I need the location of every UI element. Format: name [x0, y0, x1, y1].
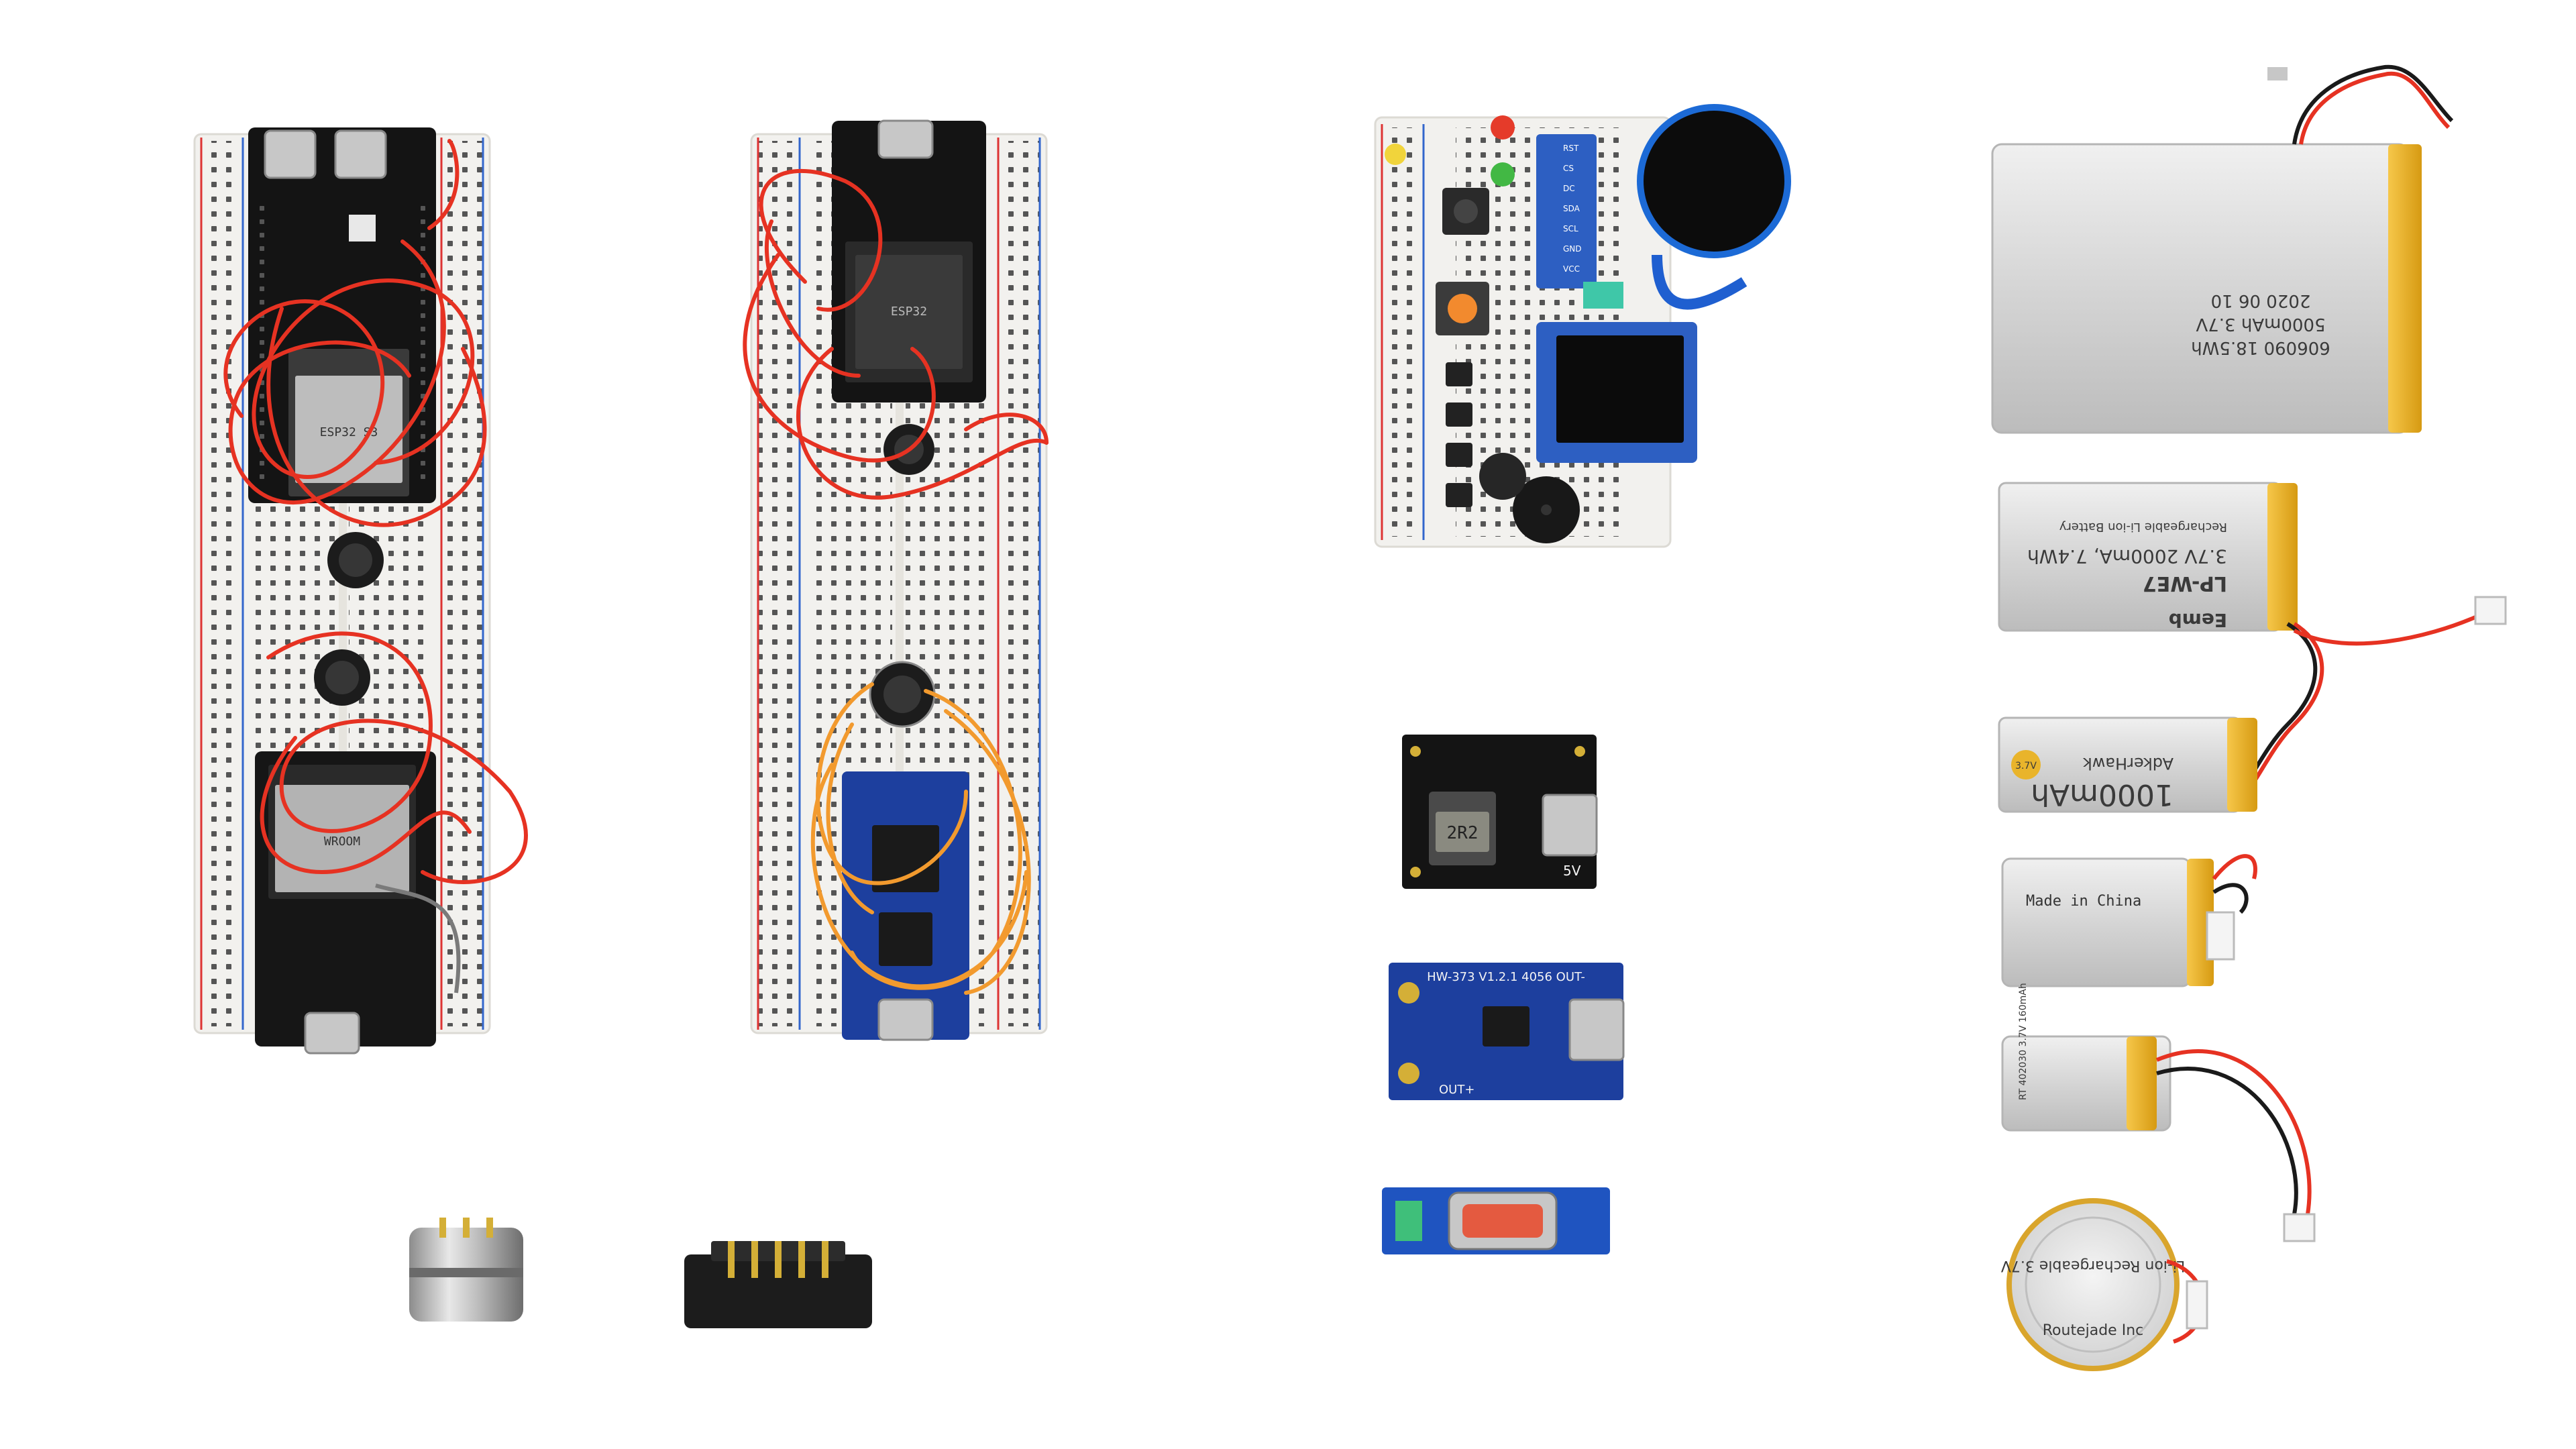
- wires-orange-mid: [810, 682, 1031, 995]
- battery-2000-line: Rechargeable Li-ion Battery: [2059, 520, 2227, 534]
- charger-5v-label: 5V: [1563, 863, 1581, 879]
- microphone-module-left-1: [327, 532, 384, 588]
- battery-2000-brand: Eemb: [2169, 609, 2227, 631]
- battery-1000-capacity: 1000mAh: [2031, 777, 2174, 812]
- coin-cell-battery: Li-ion Rechargeable 3.7V Routejade Inc: [2001, 1198, 2208, 1371]
- battery-160-text: RT 402030 3.7V 160mAh: [2018, 983, 2029, 1100]
- wires-red-left: [223, 139, 528, 884]
- charger-module-blue-tp4056: HW-373 V1.2.1 4056 OUT- OUT+: [1389, 963, 1625, 1100]
- esp32-s3-chip-label: ESP32 S3: [320, 425, 378, 439]
- battery-large-line1: 606090 18.5Wh: [2191, 337, 2330, 358]
- battery-large-line2: 5000mAh 3.7V: [2196, 314, 2325, 334]
- wire-grey-left: [375, 883, 461, 994]
- battery-1000-brand: AdkerHawk: [2083, 754, 2174, 773]
- battery-large-5000mah: 606090 18.5Wh 5000mAh 3.7V 2020 06 10: [1991, 64, 2454, 434]
- usb-c-breakout-module: [1382, 1187, 1610, 1254]
- oled-pin-5: GND: [1563, 244, 1582, 254]
- microphone-module-mid-2: [869, 661, 936, 728]
- led-red: [1491, 115, 1515, 140]
- microphone-module-left-2: [314, 649, 370, 706]
- tp4056-out-label: OUT+: [1439, 1083, 1474, 1097]
- oled-display-module: [1536, 322, 1697, 463]
- oled-pin-6: VCC: [1563, 264, 1580, 274]
- sensor-chip: [1583, 282, 1623, 309]
- tp4056-label: HW-373 V1.2.1 4056 OUT-: [1427, 970, 1585, 984]
- round-tft-display: RST CS DC SDA SCL GND VCC: [1536, 104, 1791, 310]
- oled-pin-1: CS: [1563, 164, 1574, 173]
- wroom-chip-label: WROOM: [324, 835, 360, 849]
- small-buttons: [1446, 362, 1472, 507]
- battery-large-line3: 2020 06 10: [2211, 290, 2311, 311]
- oled-pin-3: SDA: [1563, 204, 1580, 213]
- led-green: [1491, 162, 1515, 186]
- esp32-chip-label: ESP32: [891, 305, 927, 319]
- push-button-orange: [1436, 282, 1489, 335]
- battery-2000-model: LP-WE7: [2143, 572, 2227, 595]
- oled-pin-2: DC: [1563, 184, 1575, 193]
- battery-1000-voltage: 3.7V: [2015, 761, 2037, 771]
- charger-module-black: 2R2 5V: [1402, 735, 1598, 889]
- coin-line1: Li-ion Rechargeable 3.7V: [2001, 1257, 2185, 1274]
- battery-small-text: Made in China: [2026, 893, 2141, 910]
- battery-2000-spec: 3.7V 2000mA, 7.4Wh: [2027, 545, 2227, 568]
- led-yellow: [1385, 144, 1406, 165]
- buzzer: [1479, 453, 1580, 543]
- pogo-pin-connector-flat: [684, 1241, 872, 1328]
- esp32-devkit-board: ESP32: [832, 119, 986, 402]
- inductor-label: 2R2: [1447, 823, 1479, 843]
- coin-line2: Routejade Inc: [2043, 1322, 2143, 1339]
- oled-pin-4: SCL: [1563, 224, 1578, 233]
- battery-160mah: RT 402030 3.7V 160mAh: [2001, 983, 2316, 1242]
- battery-small-made-in-china: Made in China: [2001, 854, 2257, 987]
- oled-pin-0: RST: [1563, 144, 1579, 153]
- push-button-black: [1442, 188, 1489, 235]
- battery-1000mah: 1000mAh AdkerHawk 3.7V: [1998, 716, 2257, 813]
- pogo-pin-connector-round: [409, 1218, 523, 1322]
- esp32-s3-board-top: ESP32 S3: [248, 127, 436, 503]
- wires-red-mid: [743, 168, 1049, 500]
